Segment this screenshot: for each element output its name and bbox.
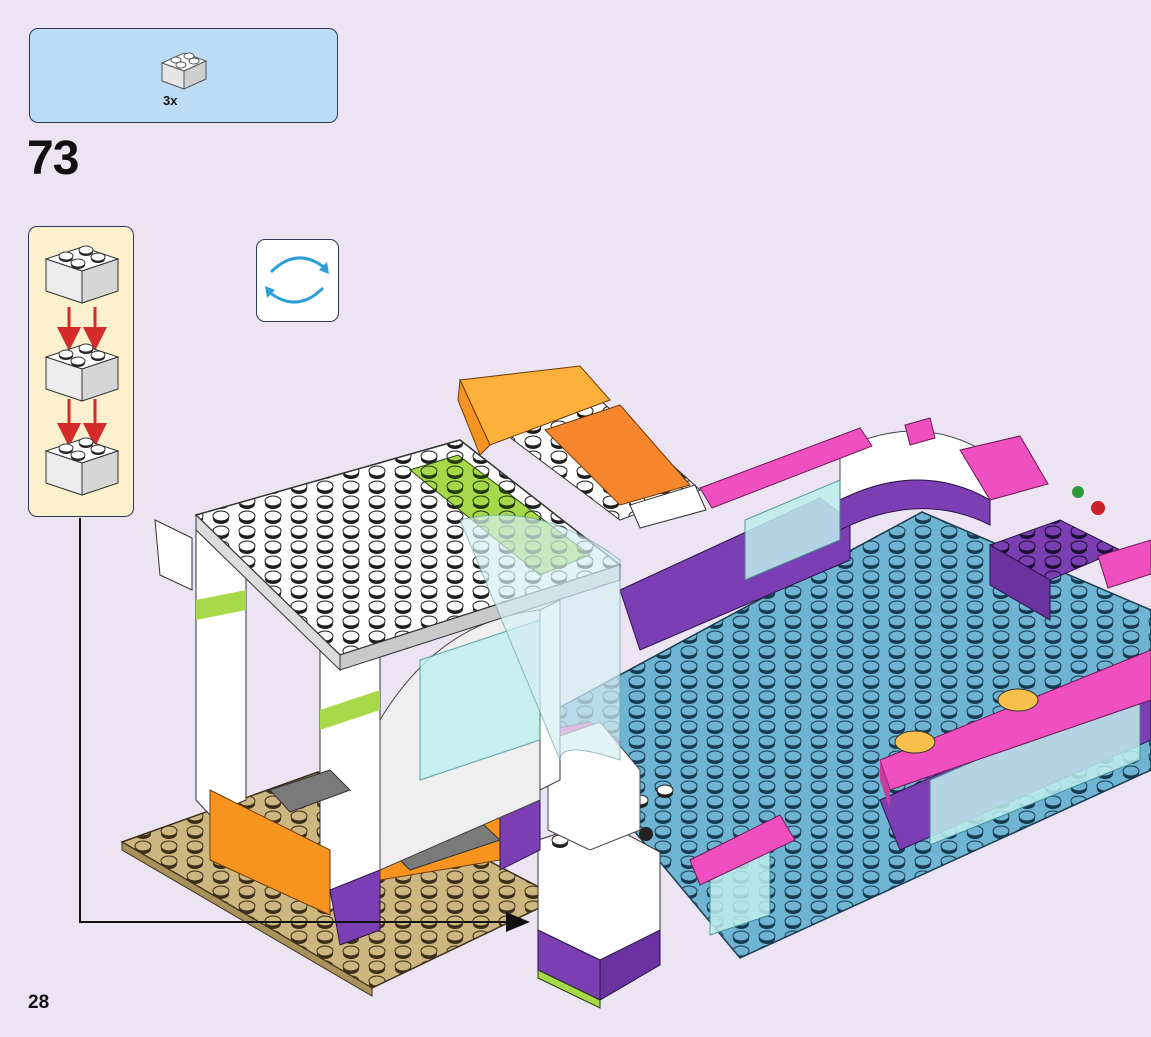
page-number: 28: [28, 992, 49, 1014]
